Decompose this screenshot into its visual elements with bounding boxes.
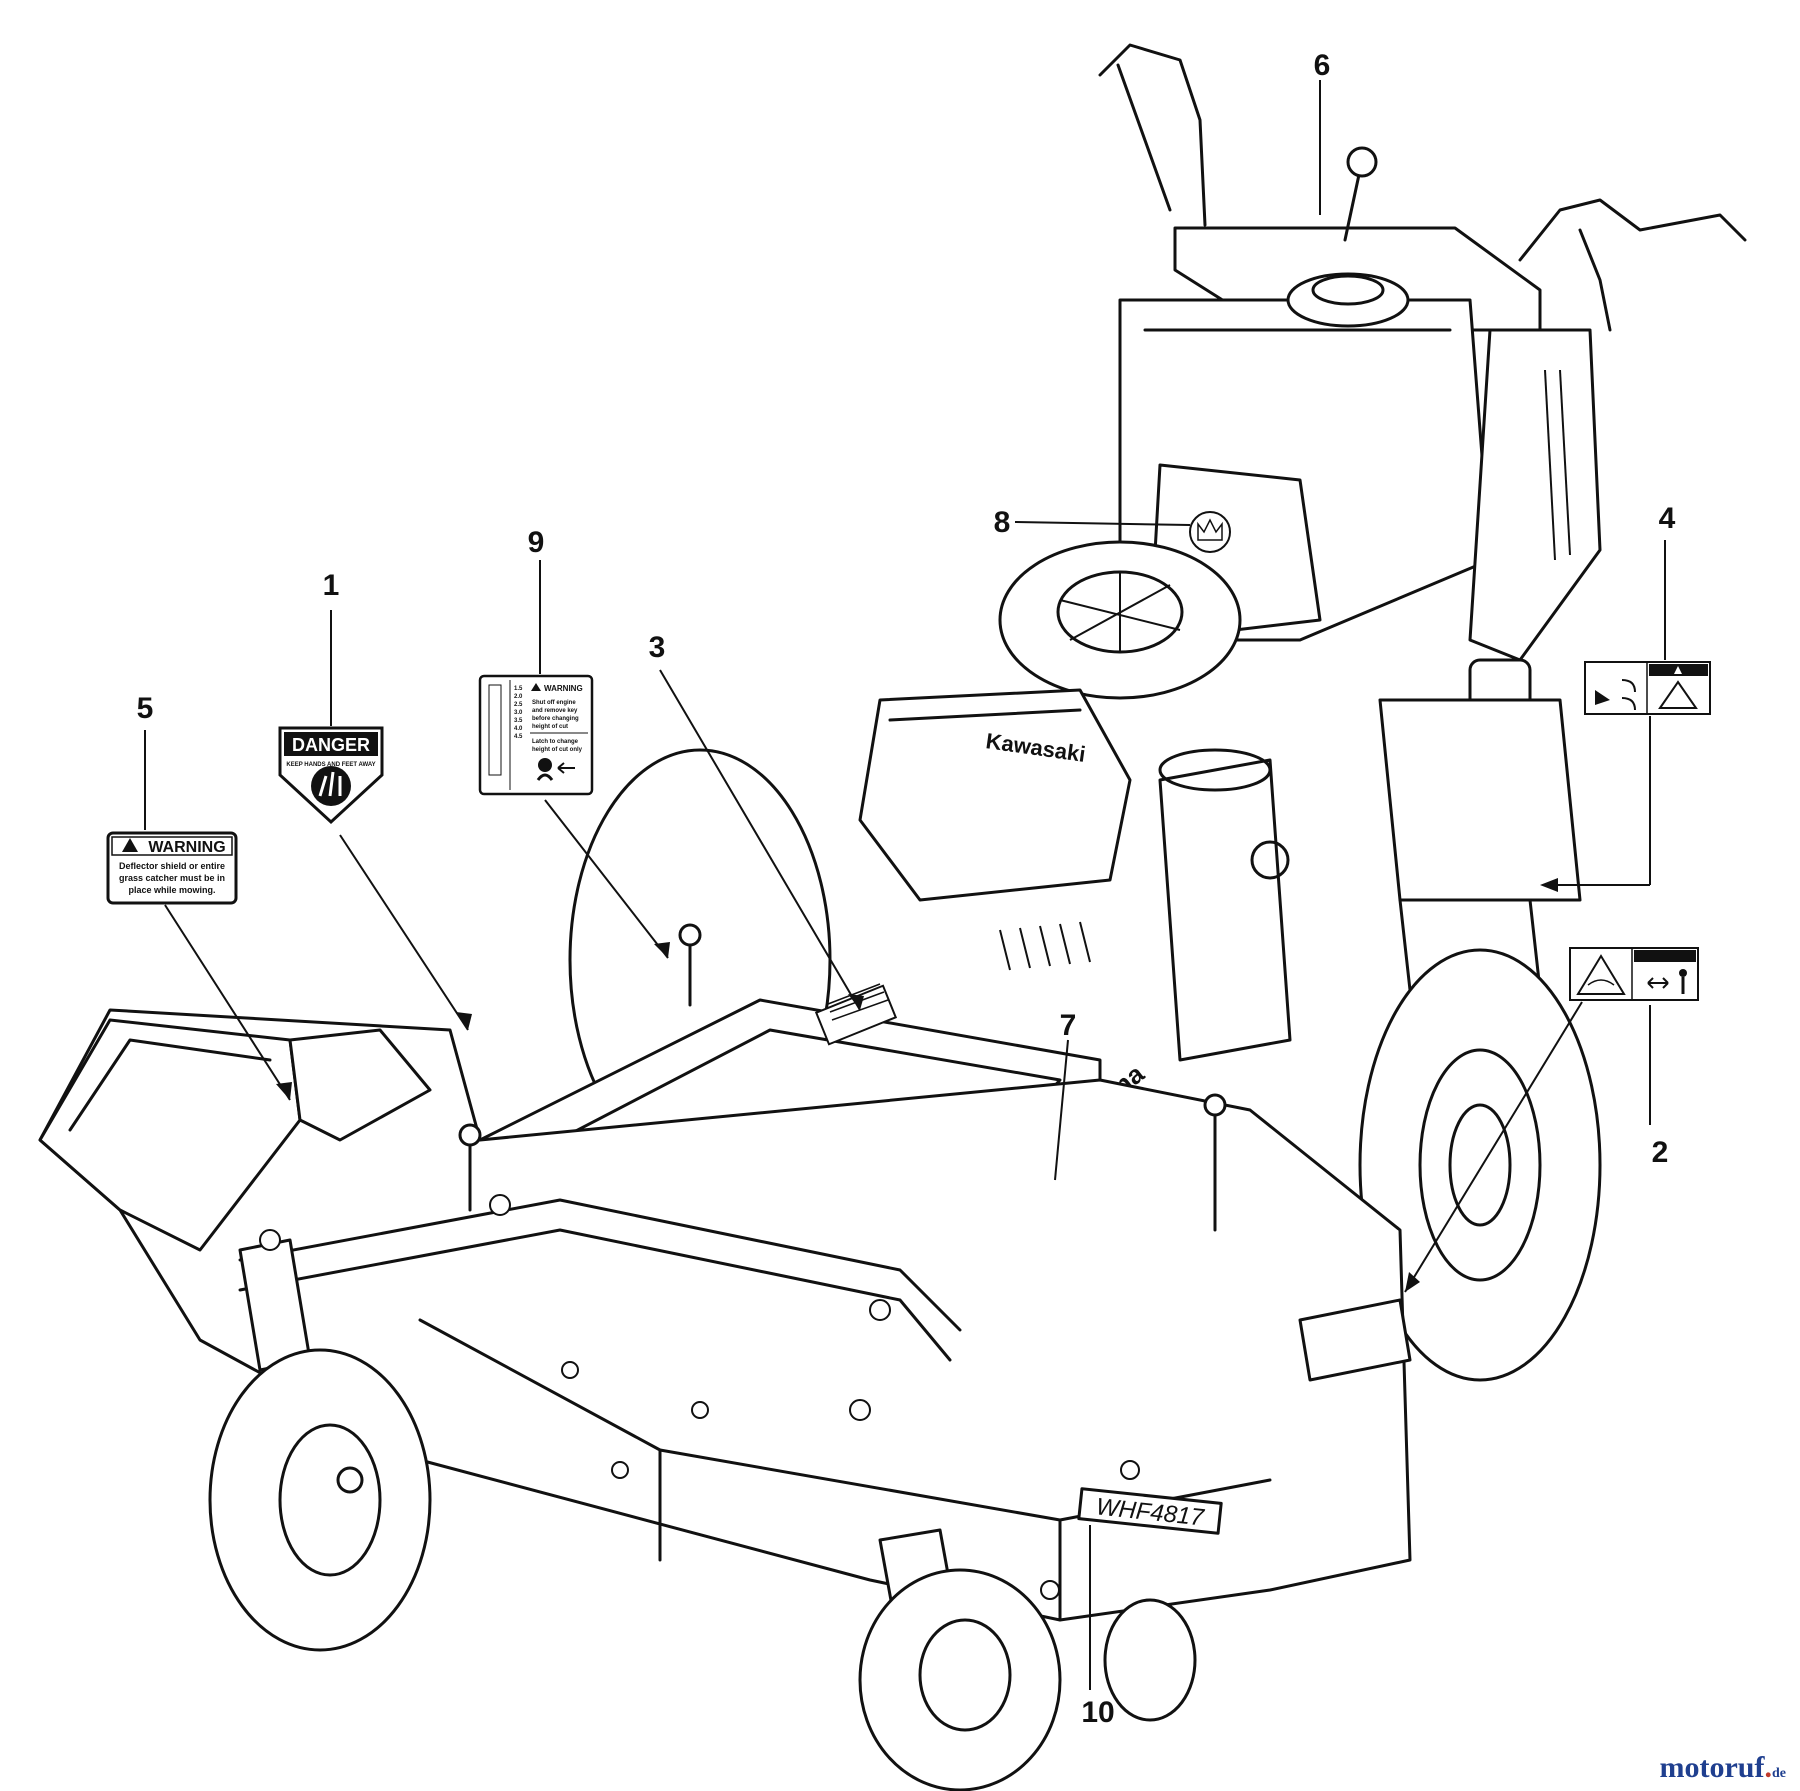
decal-9-height-of-cut: 1.5 2.0 2.5 3.0 3.5 4.0 4.5 WARNING Shut…	[478, 674, 594, 796]
leader-8	[1014, 521, 1191, 526]
mower-line-art: Kawasaki Husqvarna	[38, 43, 1747, 1791]
watermark-tld: de	[1772, 1766, 1786, 1781]
rotation-icon	[1621, 679, 1636, 711]
slope-hazard-icon	[1658, 680, 1698, 709]
decal-2-symbols	[1569, 947, 1699, 1001]
warning-triangle-icon	[122, 838, 138, 852]
leader-7	[1054, 1039, 1069, 1181]
deflector-bracket	[288, 1028, 432, 1142]
hoc-scale-5: 4.0	[514, 726, 523, 732]
callout-4: 4	[1659, 502, 1676, 535]
right-drive-tire	[1358, 948, 1602, 1382]
arrow-left-icon	[557, 762, 575, 774]
leader-1	[339, 834, 469, 1031]
right-handle	[1518, 198, 1747, 262]
callout-7: 7	[1060, 1009, 1077, 1042]
hoc-line5: Latch to change	[532, 739, 579, 745]
leader-2	[1404, 1001, 1583, 1293]
warning5-title: WARNING	[148, 839, 225, 856]
callout-10: 10	[1081, 1696, 1114, 1729]
leader-lines	[144, 80, 1666, 1690]
callout-6: 6	[1314, 49, 1331, 82]
warning5-line1: Deflector shield or entire	[119, 861, 225, 871]
decal-5-warning-deflector: WARNING Deflector shield or entire grass…	[106, 831, 238, 905]
hoc-scale-1: 2.0	[514, 694, 523, 700]
callout-5: 5	[137, 692, 154, 725]
left-caster-wheel	[208, 1348, 432, 1652]
blade-hazard-icon	[1576, 954, 1626, 995]
left-handle	[1098, 43, 1207, 227]
item-8-logo	[1189, 511, 1231, 553]
air-cleaner	[858, 688, 1132, 902]
callout-numbers: 1 2 3 4 5 6 7 8 9 10	[137, 49, 1676, 1729]
watermark-name: motoruf	[1659, 1751, 1765, 1784]
callout-9: 9	[528, 526, 545, 559]
leader-5	[164, 904, 291, 1101]
decal-1-danger: DANGER KEEP HANDS AND FEET AWAY	[278, 726, 384, 825]
danger-subtitle: KEEP HANDS AND FEET AWAY	[286, 762, 375, 768]
leader-3	[659, 669, 861, 1011]
callout-1: 1	[323, 569, 340, 602]
model-plate	[1077, 1487, 1223, 1535]
person-icon	[1679, 969, 1687, 977]
center-caster-wheel	[858, 1568, 1062, 1791]
side-panel	[1468, 328, 1602, 662]
hoc-scale-4: 3.5	[514, 718, 523, 724]
brand-crown-icon	[1189, 511, 1231, 553]
callout-3: 3	[649, 631, 666, 664]
hoc-line3: before changing	[532, 716, 579, 722]
leader-9	[544, 799, 669, 959]
muffler	[1158, 758, 1292, 1062]
danger-title: DANGER	[292, 735, 370, 755]
hoc-scale-6: 4.5	[514, 734, 523, 740]
hand-icon	[538, 758, 552, 772]
hoc-line2: and remove key	[532, 708, 578, 714]
hoc-title: WARNING	[544, 684, 583, 693]
watermark: motoruf.de	[1660, 1751, 1786, 1785]
front-bumper	[238, 1198, 962, 1332]
hydro-tank	[1378, 698, 1582, 902]
hoc-scale-0: 1.5	[514, 686, 523, 692]
thrown-object-icon	[1595, 690, 1610, 705]
callout-8: 8	[994, 506, 1011, 539]
hoc-warning-icon	[531, 683, 541, 691]
anti-scalp-roller	[1103, 1598, 1197, 1722]
decal-4-symbols	[1584, 661, 1711, 715]
hoc-scale-3: 3.0	[514, 710, 523, 716]
hoc-line6: height of cut only	[532, 747, 583, 753]
shift-knob	[1346, 146, 1378, 178]
callout-2: 2	[1652, 1136, 1669, 1169]
warning5-line2: grass catcher must be in	[119, 873, 225, 883]
warning5-line3: place while mowing.	[128, 885, 215, 895]
hoc-line1: Shut off engine	[532, 700, 576, 706]
keep-distance-icon	[1647, 977, 1669, 989]
watermark-dot: .	[1764, 1751, 1773, 1784]
hoc-line4: height of cut	[532, 724, 568, 730]
hoc-scale-2: 2.5	[514, 702, 523, 708]
